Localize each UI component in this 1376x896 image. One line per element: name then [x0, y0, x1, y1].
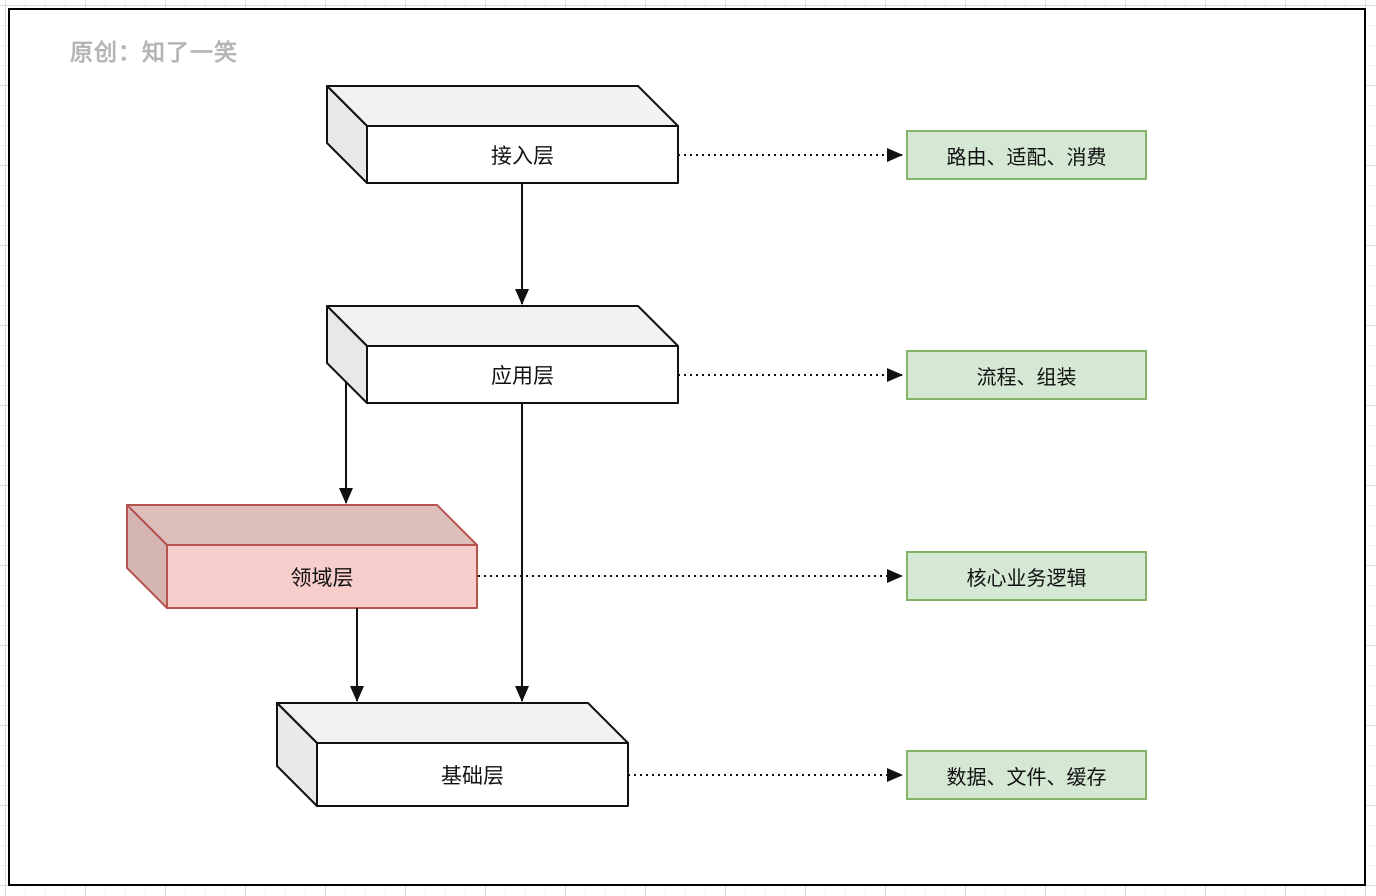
watermark-text: 原创：知了一笑: [70, 39, 238, 65]
node-domain-layer[interactable]: [126, 504, 478, 609]
desc-box-domain[interactable]: 核心业务逻辑: [906, 551, 1147, 601]
desc-box-access[interactable]: 路由、适配、消费: [906, 130, 1147, 180]
desc-box-infrastructure[interactable]: 数据、文件、缓存: [906, 750, 1147, 800]
node-application-layer[interactable]: [326, 305, 679, 404]
node-access-layer[interactable]: [326, 85, 679, 184]
node-infrastructure-layer[interactable]: [276, 702, 629, 807]
desc-box-application[interactable]: 流程、组装: [906, 350, 1147, 400]
